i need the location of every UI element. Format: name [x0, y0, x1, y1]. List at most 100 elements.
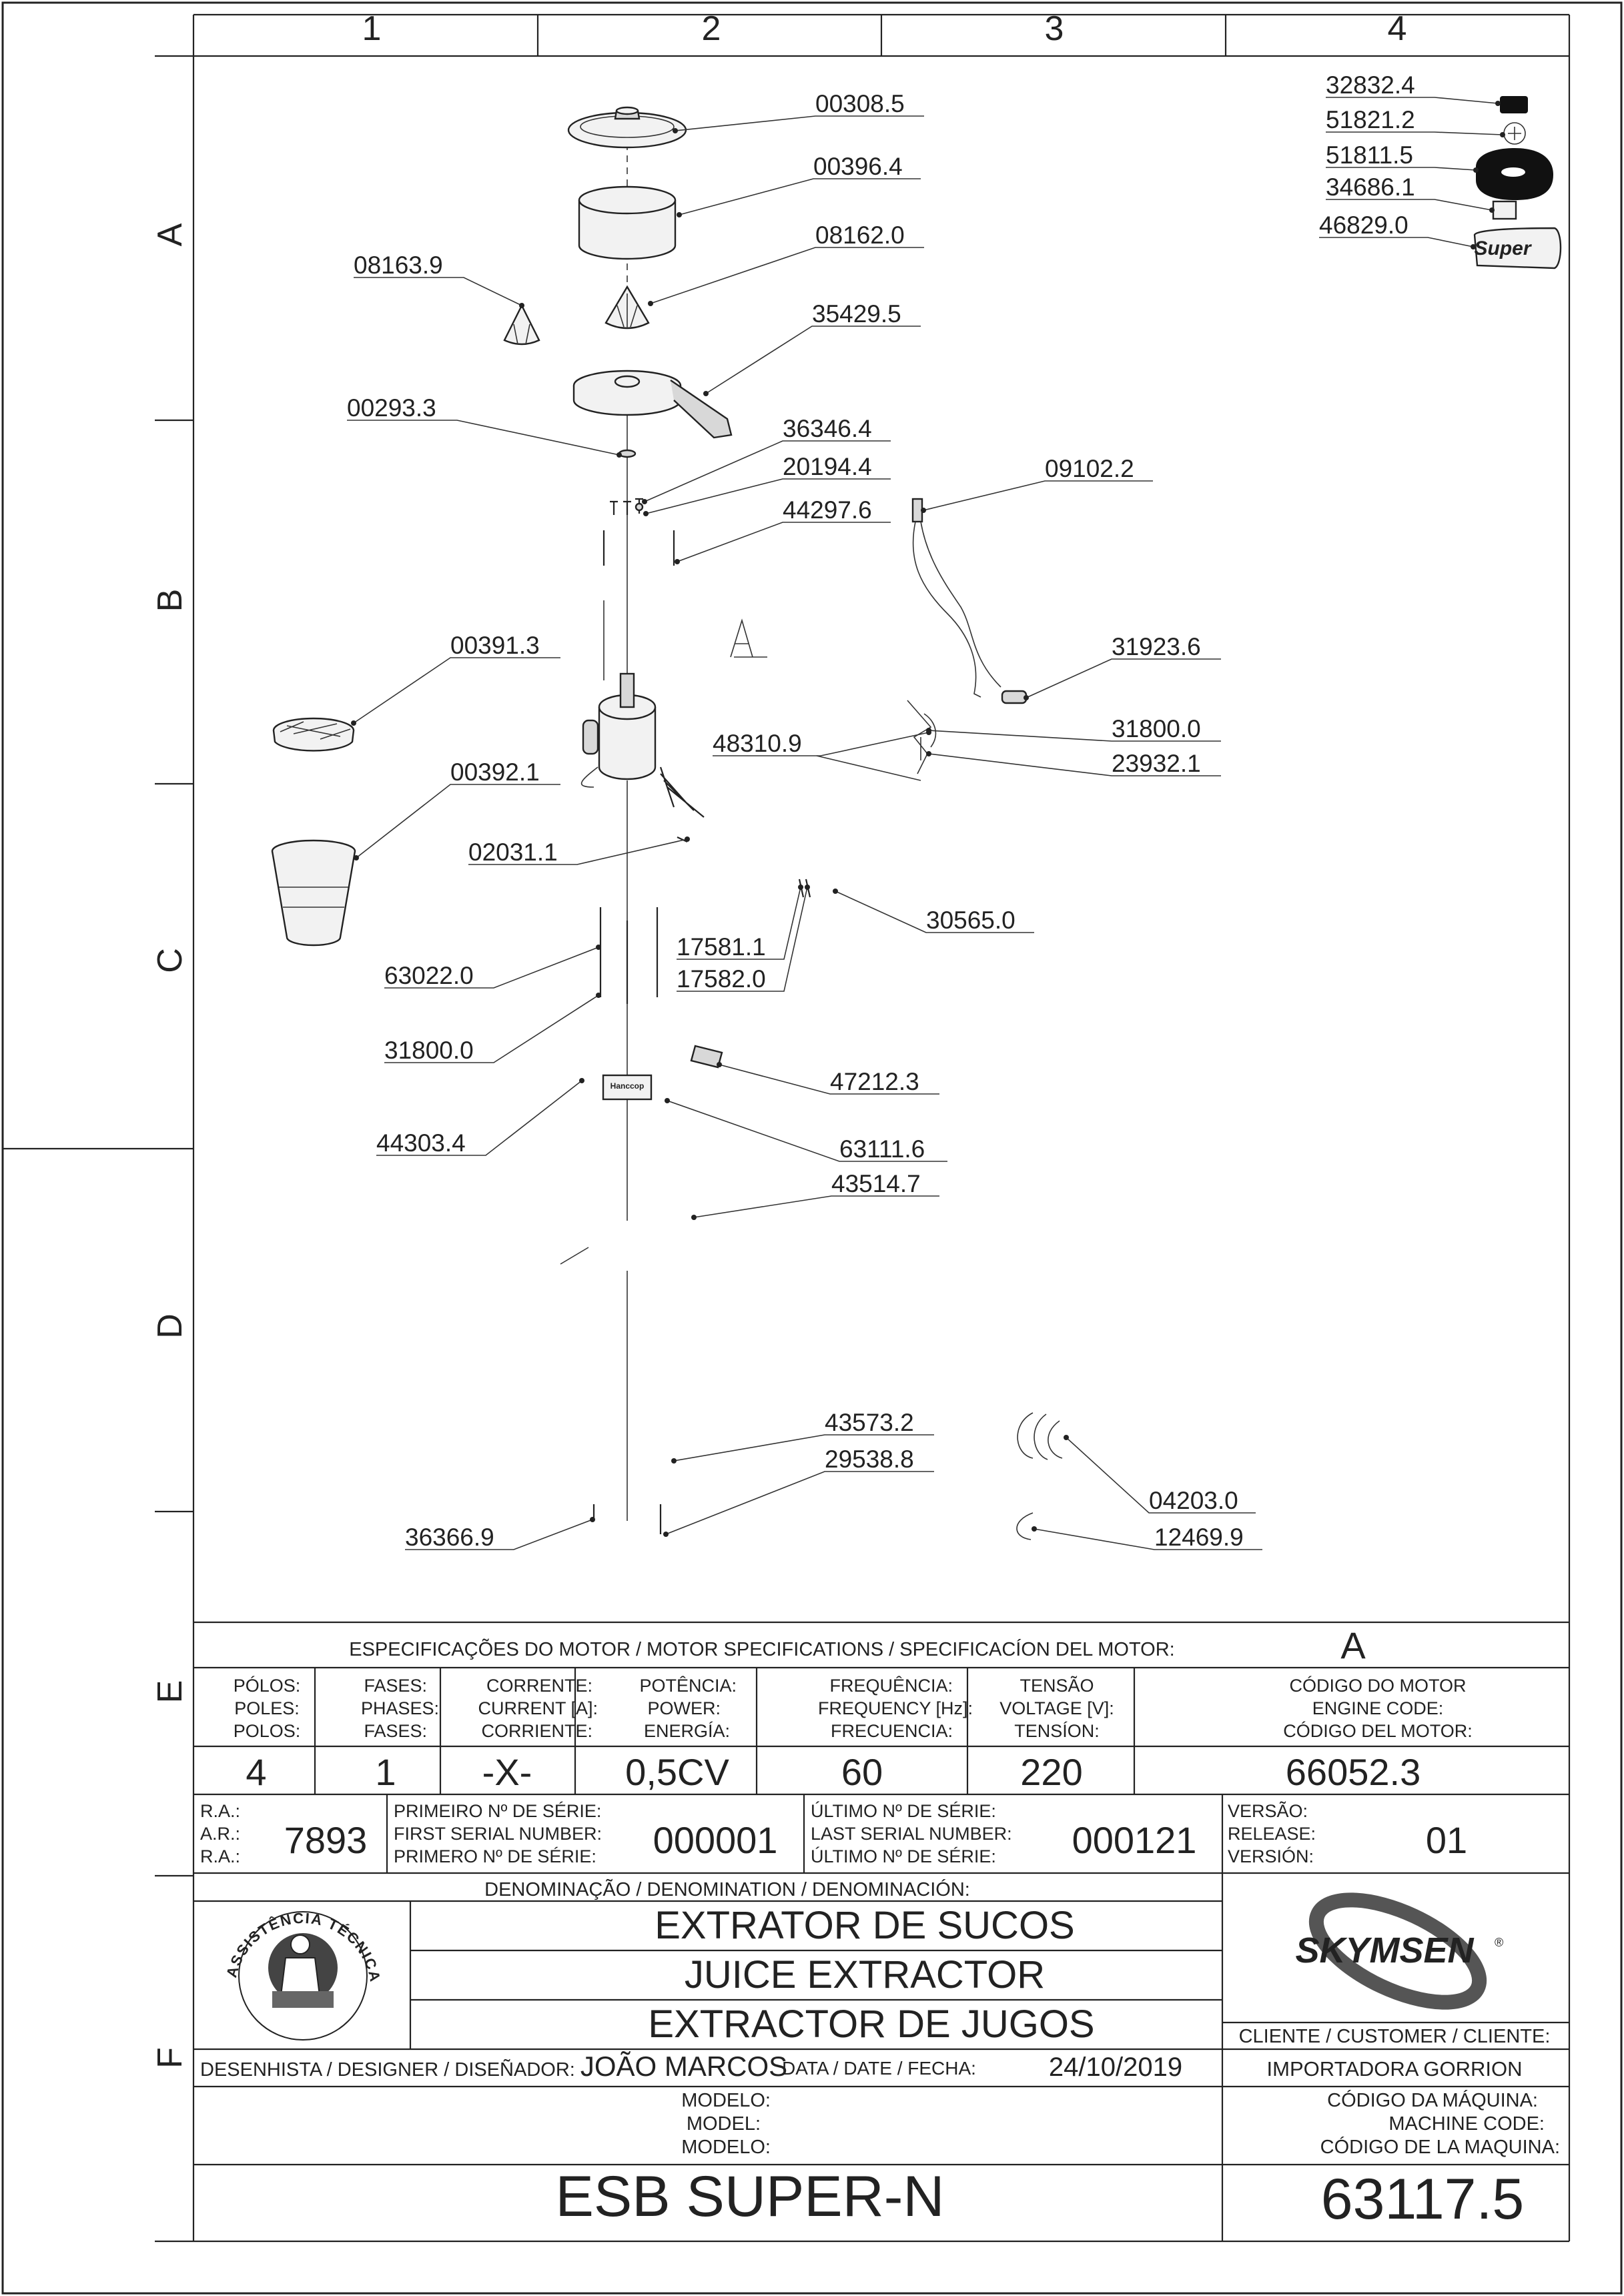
- callout-label: 36366.9: [405, 1524, 494, 1551]
- column-label-4: 4: [1388, 9, 1407, 48]
- callout-label: 46829.0: [1319, 211, 1408, 239]
- callout-label: 35429.5: [812, 300, 901, 328]
- model-label-line: MODELO:: [681, 2090, 771, 2111]
- ra-label-line: A.R.:: [200, 1824, 240, 1844]
- callout-label: 00308.5: [815, 90, 905, 117]
- leader-line: [1026, 658, 1221, 698]
- callout-label: 47212.3: [830, 1068, 919, 1095]
- machine-code-value: 63117.5: [1321, 2167, 1525, 2231]
- spec-header-line: PÓLOS:: [234, 1675, 301, 1696]
- callout-label: 00396.4: [813, 153, 903, 180]
- leader-line: [835, 891, 1034, 933]
- first-serial-value: 000001: [653, 1819, 778, 1861]
- detail-marker-a: A: [730, 618, 767, 660]
- leader-line: [376, 1080, 582, 1156]
- leader-arrow-tip: [926, 751, 931, 756]
- callout-leader-lines: [347, 97, 1505, 1550]
- leader-line: [1319, 237, 1474, 247]
- column-label-1: 1: [362, 9, 382, 48]
- callout-label: 43514.7: [831, 1170, 921, 1197]
- callout-label: 34686.1: [1326, 173, 1415, 201]
- callout-label: 44297.6: [783, 496, 872, 524]
- leader-line: [679, 178, 921, 215]
- leader-arrow-tip: [354, 855, 359, 860]
- spec-header-line: ENGINE CODE:: [1312, 1698, 1444, 1718]
- leader-line: [667, 1100, 947, 1162]
- leader-arrow-tip: [805, 885, 810, 890]
- leader-line: [1034, 1528, 1262, 1550]
- callout-label: 20194.4: [783, 453, 872, 480]
- ra-label-line: R.A.:: [200, 1846, 240, 1866]
- release-label-line: VERSÃO:: [1228, 1800, 1308, 1821]
- serial-number-row: R.A.: A.R.: R.A.: 7893 PRIMEIRO Nº DE SÉ…: [193, 1794, 1569, 1874]
- leader-arrow-tip: [579, 1078, 584, 1083]
- leader-arrow-tip: [665, 1098, 670, 1103]
- leader-arrow-tip: [351, 720, 356, 726]
- leader-arrow-tip: [519, 303, 524, 308]
- callout-label: 09102.2: [1045, 455, 1134, 482]
- callout-label: 31923.6: [1112, 633, 1201, 660]
- brand-registered-mark: ®: [1495, 1936, 1503, 1949]
- grid-column-labels: 1 2 3 4: [362, 9, 1407, 48]
- motor-spec-marker: A: [1340, 1624, 1366, 1666]
- leader-line: [923, 480, 1153, 511]
- callout-label: 32832.4: [1326, 71, 1415, 99]
- row-label-a: A: [151, 223, 189, 246]
- callout-label: 00293.3: [347, 394, 436, 422]
- client-value: IMPORTADORA GORRION: [1267, 2057, 1523, 2081]
- spec-value-poles: 4: [246, 1751, 266, 1793]
- first-serial-label-line: PRIMERO Nº DE SÉRIE:: [394, 1846, 596, 1866]
- leader-line: [645, 478, 891, 514]
- leader-arrow-tip: [703, 391, 709, 396]
- leader-line: [705, 326, 921, 394]
- ra-value: 7893: [284, 1819, 368, 1861]
- callout-label: 00391.3: [450, 632, 540, 659]
- spec-header-phases: FASES: PHASES: FASES:: [361, 1676, 439, 1741]
- leader-arrow-tip: [617, 452, 622, 458]
- leader-line: [347, 420, 620, 456]
- skymsen-brand-logo: SKYMSEN ®: [1295, 1892, 1503, 2010]
- power-cord-assembly: [907, 498, 1028, 774]
- leader-line: [677, 887, 801, 960]
- title-block: ESPECIFICAÇÕES DO MOTOR / MOTOR SPECIFIC…: [0, 0, 1569, 2241]
- juicer-lid: [567, 106, 687, 149]
- leader-arrow-tip: [691, 1215, 697, 1220]
- leader-arrow-tip: [1471, 244, 1476, 249]
- release-value: 01: [1426, 1819, 1467, 1861]
- spec-value-voltage: 220: [1020, 1751, 1082, 1793]
- column-label-3: 3: [1045, 9, 1064, 48]
- callout-label: 08163.9: [354, 251, 443, 279]
- spec-header-line: FASES:: [364, 1676, 427, 1696]
- machine-code-label-line: MACHINE CODE:: [1388, 2113, 1545, 2135]
- base-fragments: [560, 1247, 662, 1534]
- authorized-assistance-seal: ASSISTÊNCIA TÉCNICA AUTORIZADA: [0, 0, 383, 2041]
- juice-cup: [271, 839, 356, 947]
- leader-arrow-tip: [1489, 207, 1495, 213]
- callout-label: 48310.9: [713, 730, 802, 757]
- date-value: 24/10/2019: [1049, 2053, 1182, 2082]
- cone-reamer-large: [604, 285, 650, 330]
- spec-header-line: POTÊNCIA:: [639, 1675, 737, 1696]
- callout-label: 00392.1: [450, 758, 540, 786]
- leader-arrow-tip: [596, 993, 601, 998]
- client-label: CLIENTE / CUSTOMER / CLIENTE:: [1239, 2026, 1551, 2047]
- spec-header-line: CÓDIGO DO MOTOR: [1289, 1675, 1466, 1696]
- accessory-parts-group: Super: [1473, 96, 1562, 269]
- callout-label: 63111.6: [839, 1135, 925, 1163]
- motor-spec-table: ESPECIFICAÇÕES DO MOTOR / MOTOR SPECIFIC…: [193, 1621, 1569, 1796]
- leader-arrow-tip: [677, 212, 682, 217]
- badge-brand-text: Super: [1474, 237, 1532, 259]
- model-label-line: MODEL:: [687, 2113, 761, 2135]
- callout-label: 30565.0: [926, 907, 1016, 934]
- leader-arrow-tip: [1032, 1526, 1037, 1532]
- row-label-d: D: [151, 1313, 189, 1339]
- callout-label: 08162.0: [815, 221, 905, 249]
- detail-marker-label: A: [747, 656, 749, 660]
- first-serial-label-line: PRIMEIRO Nº DE SÉRIE:: [394, 1801, 601, 1821]
- spec-header-poles: PÓLOS: POLES: POLOS:: [234, 1675, 301, 1741]
- leader-arrow-tip: [921, 508, 926, 513]
- spec-header-frequency: FREQUÊNCIA: FREQUENCY [Hz]: FRECUENCIA:: [818, 1675, 973, 1741]
- first-serial-label-line: FIRST SERIAL NUMBER:: [394, 1824, 602, 1844]
- leader-line: [713, 732, 929, 756]
- callout-label: 12469.9: [1154, 1524, 1244, 1551]
